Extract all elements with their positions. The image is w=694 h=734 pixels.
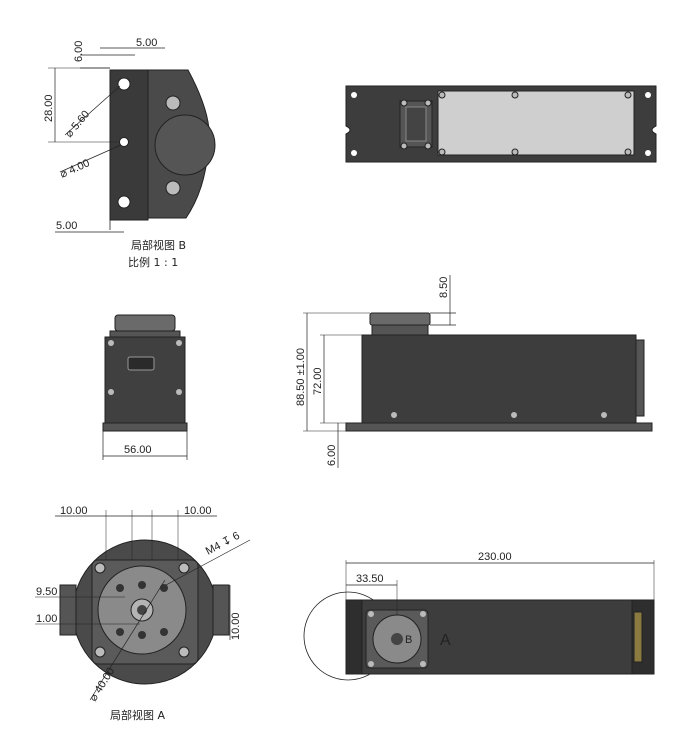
dim-b-top-offset: 6.00 bbox=[73, 41, 85, 62]
dim-side-knob-height: 8.50 bbox=[438, 277, 450, 298]
side-view-knob bbox=[369, 312, 431, 326]
bottom-view: 230.00 33.50 A B bbox=[303, 551, 655, 681]
detail-b-hole-large-bottom bbox=[117, 195, 131, 209]
detail-b-rotor bbox=[154, 114, 216, 176]
side-view: 8.50 88.50 ±1.00 72.00 6.00 bbox=[295, 275, 653, 468]
top-view-panel bbox=[437, 90, 635, 156]
bottom-view-marker-b: B bbox=[405, 634, 412, 646]
dim-a-diameter: ⌀ 40.00 bbox=[87, 666, 117, 704]
dim-a-offset-small: 1.00 bbox=[36, 613, 57, 625]
front-view-body bbox=[104, 336, 186, 424]
detail-view-b: 6.00 5.00 28.00 ⌀ 5.60 ⌀ 4.00 5.00 局部视图 … bbox=[43, 37, 216, 269]
dim-a-left-spacing: 10.00 bbox=[60, 505, 88, 517]
front-view-knob bbox=[114, 314, 176, 332]
top-view bbox=[345, 85, 657, 163]
detail-b-screw-top bbox=[165, 95, 181, 111]
bottom-view-marker-a: A bbox=[440, 632, 451, 649]
dim-a-right-spacing: 10.00 bbox=[184, 505, 212, 517]
front-view: 56.00 bbox=[102, 314, 188, 460]
detail-b-screw-bottom bbox=[165, 180, 181, 196]
dim-b-height: 28.00 bbox=[43, 94, 55, 122]
dim-b-bottom-width: 5.00 bbox=[56, 220, 77, 232]
detail-a-caption: 局部视图 A bbox=[110, 708, 165, 722]
detail-view-a: 10.00 10.00 M4 ↧ 6 9.50 1.00 10.00 ⌀ 40.… bbox=[35, 505, 251, 722]
side-view-base bbox=[345, 422, 653, 432]
detail-b-hole-large-top bbox=[117, 77, 131, 91]
dim-side-base-thickness: 6.00 bbox=[326, 445, 338, 466]
front-view-connector bbox=[127, 356, 155, 371]
dim-bottom-length: 230.00 bbox=[478, 551, 512, 563]
dim-a-offset-left: 9.50 bbox=[36, 586, 57, 598]
detail-b-hole-small bbox=[119, 137, 129, 147]
dim-a-thread: M4 ↧ 6 bbox=[204, 530, 242, 558]
side-view-body bbox=[361, 334, 637, 424]
dim-b-hole-large: ⌀ 5.60 bbox=[63, 108, 92, 140]
dim-a-offset-right: 10.00 bbox=[230, 612, 242, 640]
dim-side-total-height: 88.50 ±1.00 bbox=[295, 348, 307, 406]
detail-b-scale: 比例 1 : 1 bbox=[128, 255, 178, 269]
detail-b-bracket bbox=[109, 69, 149, 221]
detail-b-caption: 局部视图 B bbox=[131, 238, 186, 252]
dim-bottom-offset: 33.50 bbox=[356, 573, 384, 585]
dim-side-body-height: 72.00 bbox=[312, 367, 324, 395]
dim-front-width: 56.00 bbox=[124, 444, 152, 456]
dim-b-hole-small: ⌀ 4.00 bbox=[58, 157, 91, 181]
front-view-base bbox=[102, 422, 188, 432]
dim-b-top-width: 5.00 bbox=[136, 37, 157, 49]
